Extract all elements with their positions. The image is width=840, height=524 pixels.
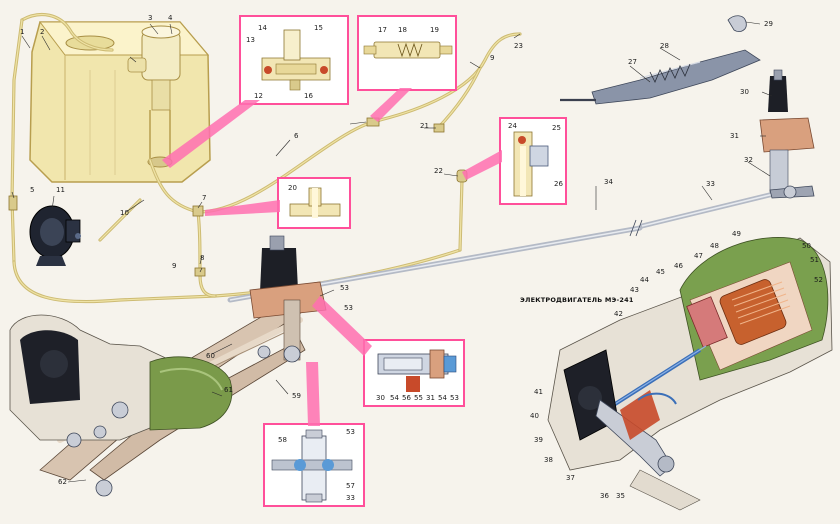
callout-label: 46 bbox=[674, 262, 683, 270]
detail-pointer-valve bbox=[162, 100, 260, 168]
callout-label: 61 bbox=[224, 386, 233, 394]
callout-label: 16 bbox=[304, 92, 313, 100]
callout-label: 40 bbox=[530, 412, 539, 420]
leader-lines bbox=[11, 21, 773, 483]
callout-label: 33 bbox=[706, 180, 715, 188]
wiper-motor-assembly bbox=[9, 314, 233, 497]
callout-label: 6 bbox=[294, 132, 299, 140]
callout-label: 20 bbox=[288, 184, 297, 192]
callout-label: 14 bbox=[258, 24, 267, 32]
callout-label: 57 bbox=[346, 482, 355, 490]
callout-label: 18 bbox=[398, 26, 407, 34]
callout-label: 62 bbox=[58, 478, 67, 486]
callout-label: 45 bbox=[656, 268, 665, 276]
callout-labels: 1 2 3 4 5 6 7 8 9 9 10 11 12 13 14 15 16… bbox=[20, 14, 823, 502]
detail-box-ball-joint bbox=[263, 423, 365, 507]
detail-box-nozzle bbox=[499, 117, 567, 205]
callout-label: 7 bbox=[202, 194, 206, 202]
callout-label: 36 bbox=[600, 492, 609, 500]
callout-label: 24 bbox=[508, 122, 517, 130]
callout-label: 23 bbox=[514, 42, 523, 50]
callout-label: 17 bbox=[378, 26, 387, 34]
detail-pointer-pivot-shaft bbox=[312, 296, 372, 356]
callout-label: 55 bbox=[414, 394, 423, 402]
callout-label: 30 bbox=[740, 88, 749, 96]
callout-label: 15 bbox=[314, 24, 323, 32]
callout-label: 60 bbox=[206, 352, 215, 360]
callout-label: 8 bbox=[200, 254, 204, 262]
callout-label: 37 bbox=[566, 474, 575, 482]
callout-label: 10 bbox=[120, 209, 129, 217]
callout-label: 19 bbox=[430, 26, 439, 34]
callout-label: 32 bbox=[744, 156, 753, 164]
callout-label: 44 bbox=[640, 276, 649, 284]
callout-label: 3 bbox=[148, 14, 152, 22]
callout-label: 11 bbox=[56, 186, 65, 194]
detail-box-tee bbox=[277, 177, 351, 229]
motor-title: ЭЛЕКТРОДВИГАТЕЛЬ МЭ-241 bbox=[520, 296, 634, 304]
washer-motor bbox=[29, 205, 81, 266]
callout-label: 54 bbox=[390, 394, 399, 402]
detail-box-check-valve bbox=[357, 15, 457, 91]
callout-label: 12 bbox=[254, 92, 263, 100]
motor-cutaway bbox=[547, 237, 833, 511]
callout-label: 9 bbox=[172, 262, 176, 270]
callout-label: 53 bbox=[450, 394, 459, 402]
callout-label: 34 bbox=[604, 178, 613, 186]
armature-winding bbox=[719, 279, 791, 345]
callout-label: 42 bbox=[614, 310, 623, 318]
callout-label: 28 bbox=[660, 42, 669, 50]
callout-label: 5 bbox=[30, 186, 34, 194]
callout-label: 2 bbox=[40, 28, 44, 36]
callout-label: 31 bbox=[426, 394, 435, 402]
detail-box-valve bbox=[239, 15, 349, 105]
callout-label: 25 bbox=[552, 124, 561, 132]
callout-label: 58 bbox=[278, 436, 287, 444]
detail-pointer-nozzle bbox=[462, 150, 502, 180]
callout-label: 33 bbox=[346, 494, 355, 502]
callout-label: 39 bbox=[534, 436, 543, 444]
callout-label: 52 bbox=[814, 276, 823, 284]
callout-label: 13 bbox=[246, 36, 255, 44]
callout-label: 30 bbox=[376, 394, 385, 402]
detail-box-pivot-shaft bbox=[363, 339, 465, 407]
detail-pointer-tee bbox=[205, 200, 280, 216]
callout-label: 47 bbox=[694, 252, 703, 260]
callout-label: 51 bbox=[810, 256, 819, 264]
callout-label: 27 bbox=[628, 58, 637, 66]
callout-label: 56 bbox=[402, 394, 411, 402]
detail-pointer-check-valve bbox=[370, 88, 412, 122]
callout-label: 53 bbox=[344, 304, 353, 312]
callout-label: 21 bbox=[420, 122, 429, 130]
wiper-pivot-right bbox=[759, 69, 815, 195]
callout-label: 31 bbox=[730, 132, 739, 140]
callout-label: 49 bbox=[732, 230, 741, 238]
callout-label: 9 bbox=[490, 54, 494, 62]
callout-label: 59 bbox=[292, 392, 301, 400]
callout-label: 48 bbox=[710, 242, 719, 250]
wiper-arm bbox=[560, 15, 761, 105]
detail-pointer-ball-joint bbox=[306, 362, 320, 426]
callout-label: 1 bbox=[20, 28, 24, 36]
callout-label: 41 bbox=[534, 388, 543, 396]
callout-label: 50 bbox=[802, 242, 811, 250]
callout-label: 53 bbox=[346, 428, 355, 436]
callout-label: 29 bbox=[764, 20, 773, 28]
washer-tubes bbox=[8, 12, 522, 304]
callout-label: 26 bbox=[554, 180, 563, 188]
callout-label: 4 bbox=[168, 14, 173, 22]
callout-label: 35 bbox=[616, 492, 625, 500]
callout-label: 54 bbox=[438, 394, 447, 402]
washer-pump bbox=[127, 25, 181, 168]
callout-label: 43 bbox=[630, 286, 639, 294]
wiper-pivot-left bbox=[249, 235, 327, 363]
callout-label: 53 bbox=[340, 284, 349, 292]
callout-label: 22 bbox=[434, 167, 443, 175]
callout-label: 38 bbox=[544, 456, 553, 464]
